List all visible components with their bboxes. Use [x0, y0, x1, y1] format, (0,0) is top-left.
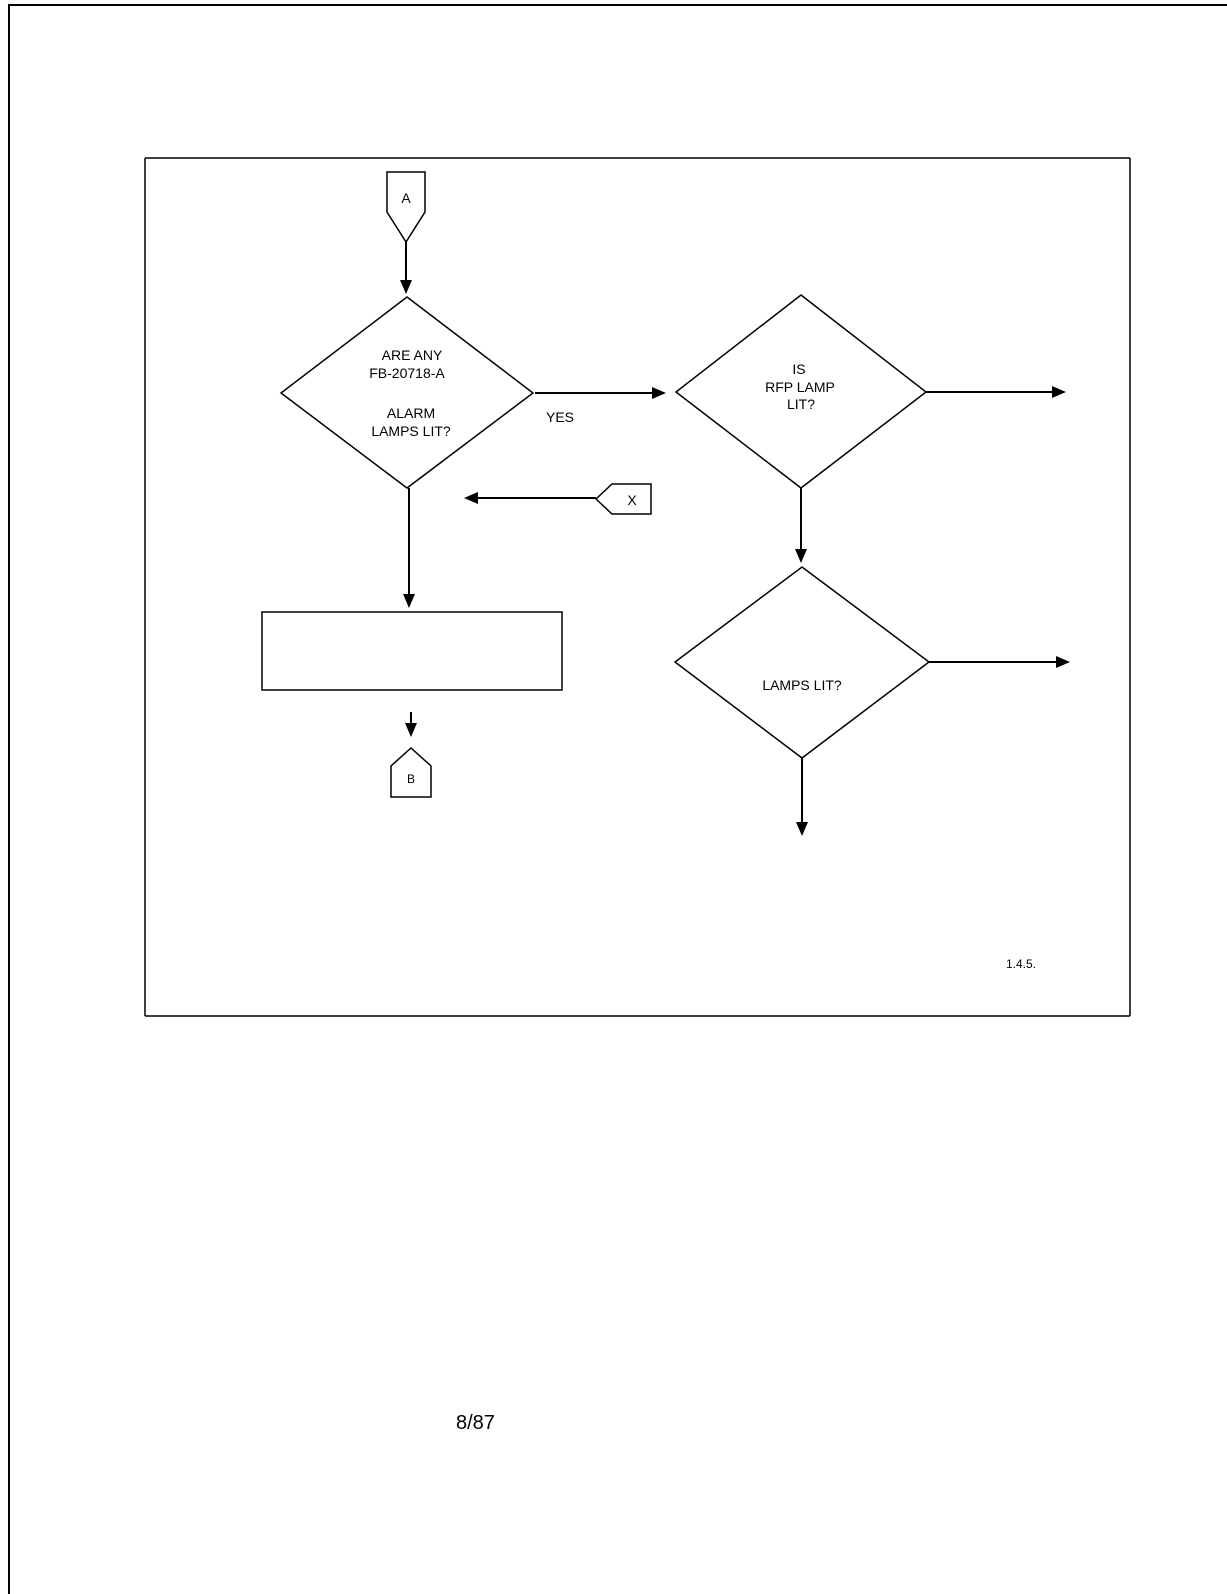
decision-alarm-lamps: ARE ANY FB-20718-A ALARM LAMPS LIT? — [279, 296, 535, 489]
connector-x-label: X — [627, 492, 637, 508]
decision-1-line-4: LAMPS LIT? — [371, 423, 451, 439]
decision-2-line-3: LIT? — [787, 396, 815, 412]
decision-1-line-1: ARE ANY — [382, 347, 443, 363]
decision-2-line-1: IS — [792, 361, 805, 377]
figure-number: 1.4.5. — [1006, 957, 1036, 971]
process-box — [261, 611, 563, 691]
figure-frame — [144, 157, 1131, 1017]
connector-a: A — [386, 171, 426, 244]
decision-rfp-lamp: IS RFP LAMP LIT? — [674, 294, 928, 489]
connector-x: X — [594, 483, 652, 515]
decision-2-line-2: RFP LAMP — [765, 379, 835, 395]
decision-3-line-1: LAMPS LIT? — [762, 677, 842, 693]
page-border-top — [8, 4, 1227, 6]
page-number: 8/87 — [456, 1412, 495, 1434]
connector-b: B — [390, 746, 432, 798]
page-border-left — [8, 4, 10, 1594]
connector-a-label: A — [401, 190, 411, 206]
yes-label: YES — [546, 409, 574, 425]
decision-lamps-lit: LAMPS LIT? — [673, 566, 931, 759]
decision-1-line-2: FB-20718-A — [369, 365, 445, 381]
connector-b-label: B — [407, 772, 415, 786]
decision-1-line-3: ALARM — [387, 405, 435, 421]
